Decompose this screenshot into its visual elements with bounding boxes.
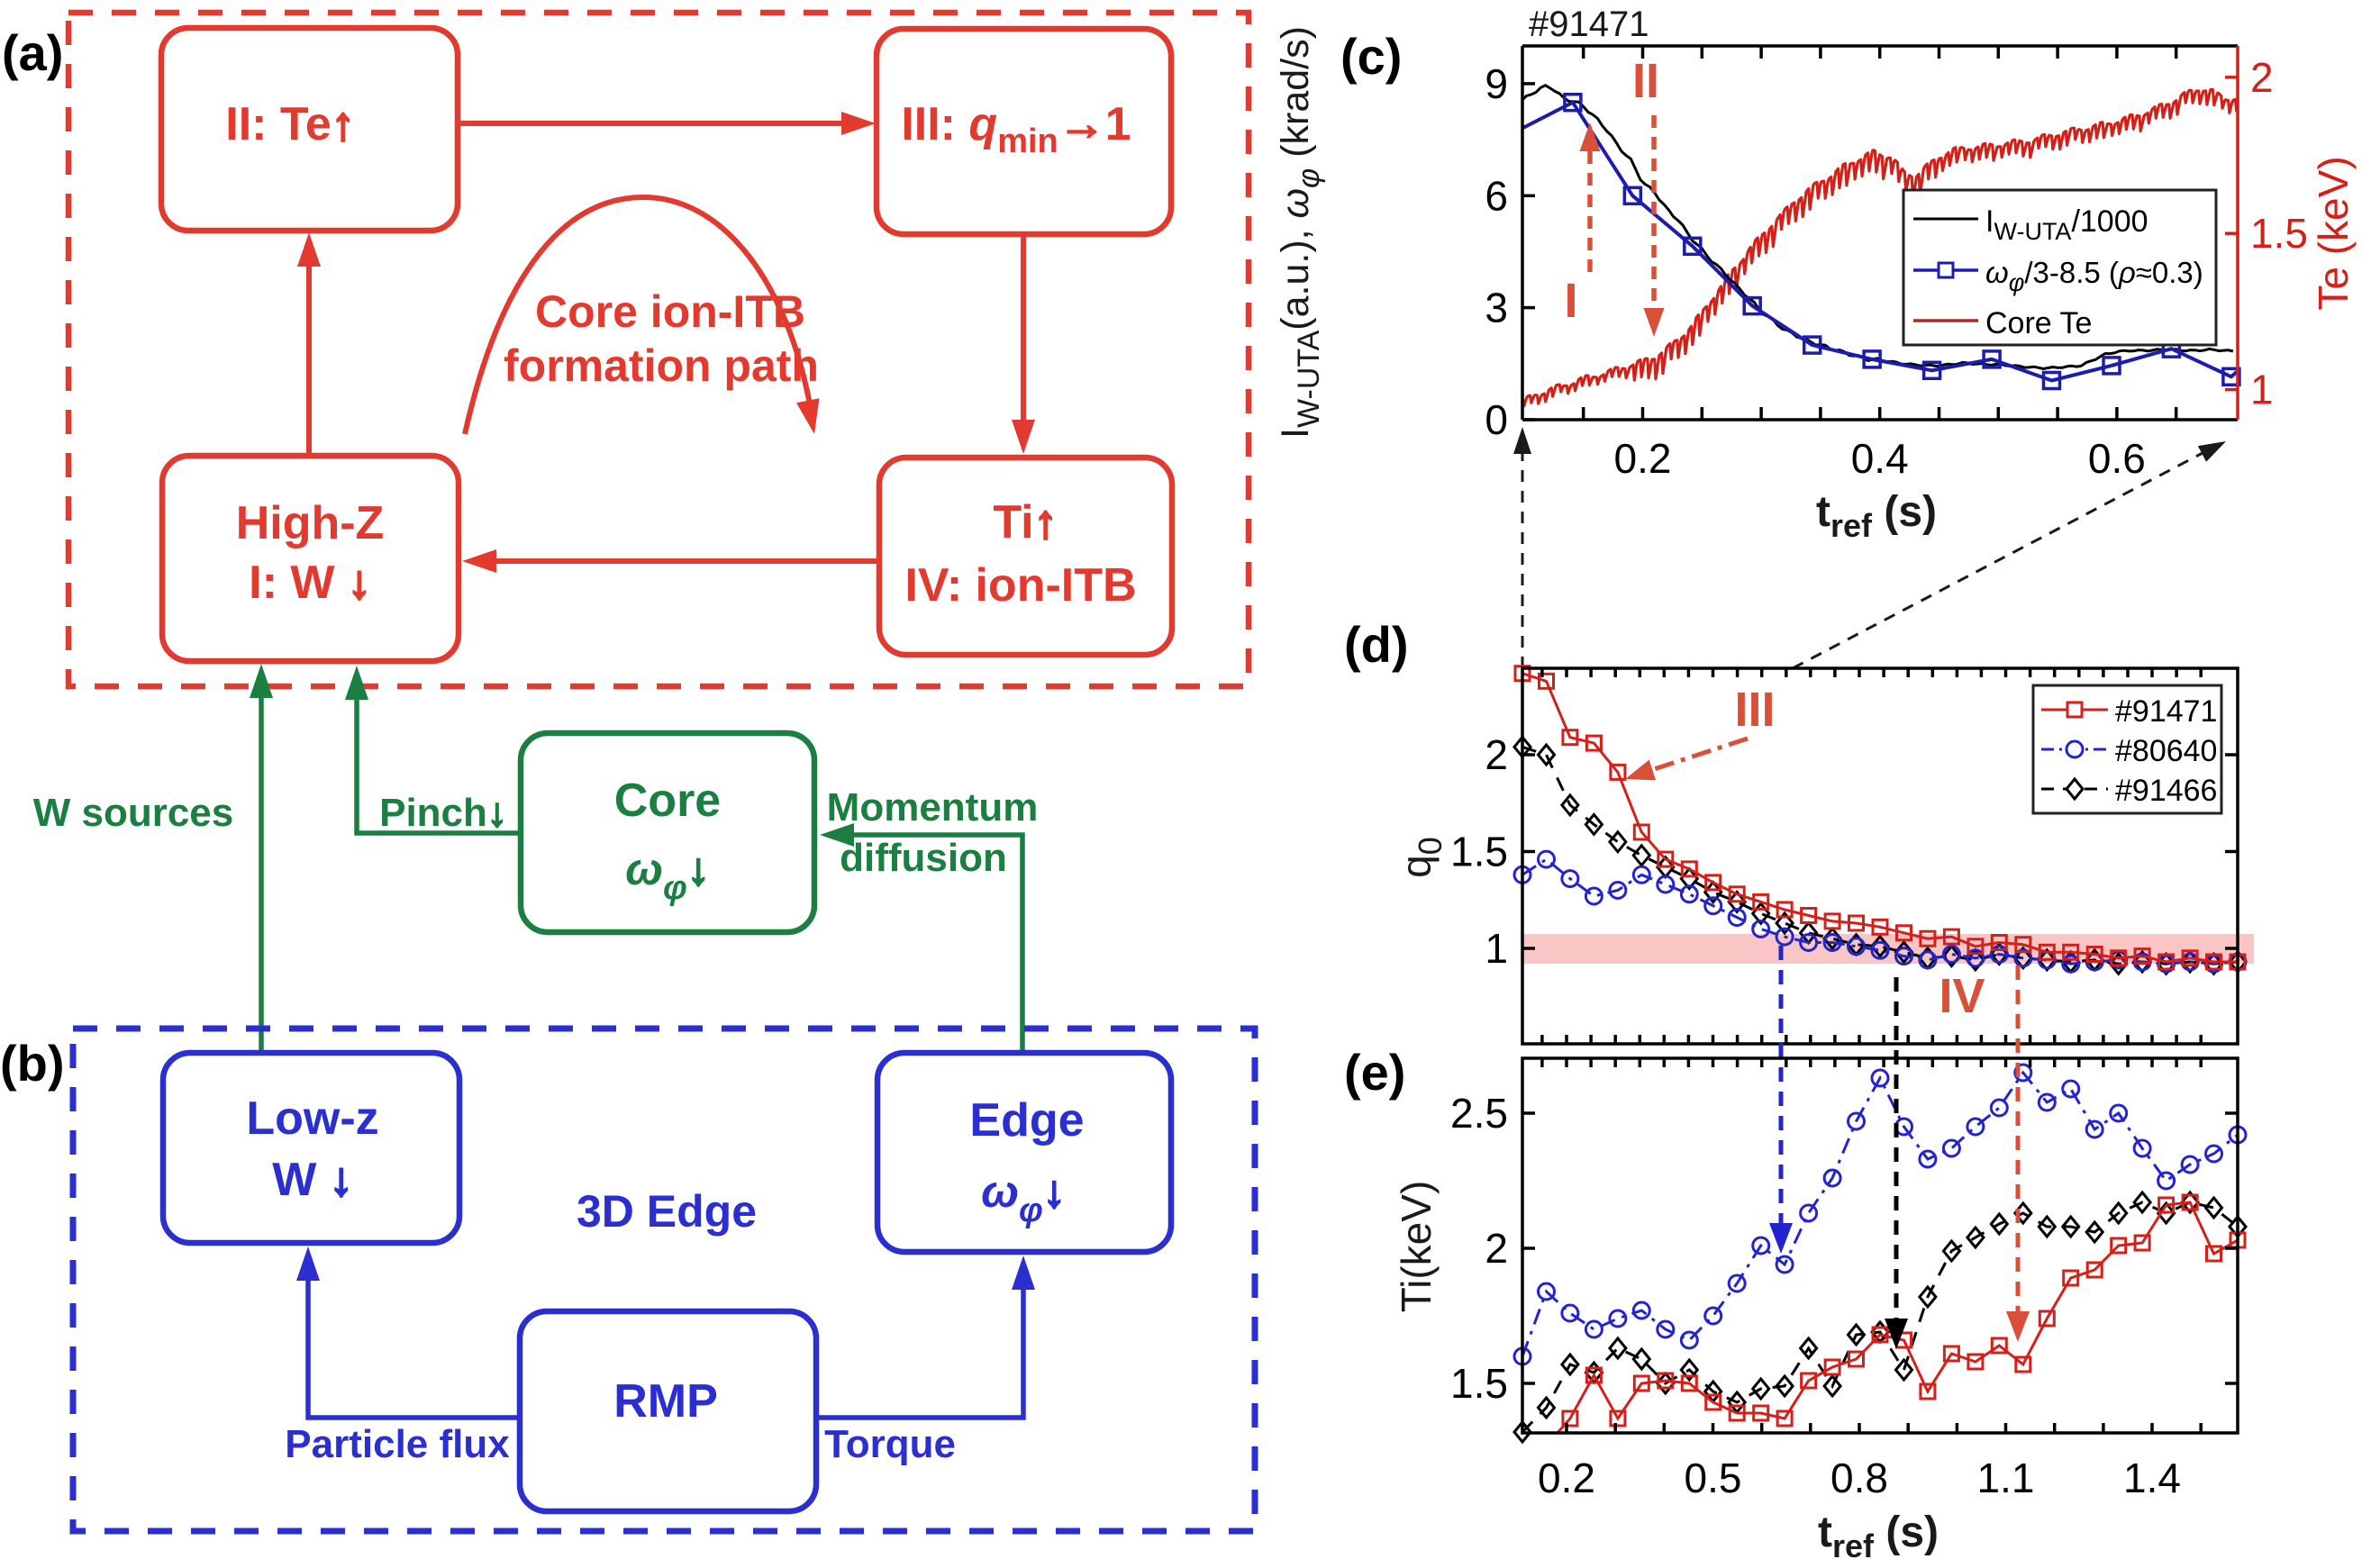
svg-text:2: 2 bbox=[1485, 731, 1508, 778]
svg-text:Te (keV): Te (keV) bbox=[2310, 156, 2357, 310]
svg-text:0.5: 0.5 bbox=[1685, 1455, 1742, 1501]
svg-text:Core: Core bbox=[614, 775, 721, 827]
svg-text:0: 0 bbox=[1485, 396, 1508, 443]
svg-text:Particle flux: Particle flux bbox=[285, 1422, 510, 1466]
svg-text:(b): (b) bbox=[0, 1035, 65, 1092]
svg-text:(d): (d) bbox=[1344, 616, 1409, 673]
svg-text:Core Te: Core Te bbox=[1985, 306, 2092, 340]
svg-text:II: Te↑: II: Te↑ bbox=[225, 98, 354, 150]
svg-text:0.8: 0.8 bbox=[1830, 1455, 1888, 1501]
svg-text:Torque: Torque bbox=[824, 1422, 956, 1466]
svg-text:1: 1 bbox=[2250, 367, 2274, 413]
svg-text:6: 6 bbox=[1485, 172, 1508, 219]
svg-text:2: 2 bbox=[2250, 54, 2274, 101]
svg-text:0.2: 0.2 bbox=[1614, 435, 1672, 482]
svg-text:(e): (e) bbox=[1344, 1044, 1405, 1101]
svg-text:ωφ↓: ωφ↓ bbox=[981, 1166, 1065, 1229]
svg-text:formation path: formation path bbox=[504, 340, 819, 391]
svg-text:1.4: 1.4 bbox=[2123, 1455, 2181, 1501]
svg-text:ωφ↓: ωφ↓ bbox=[625, 844, 709, 907]
svg-text:#91471: #91471 bbox=[1529, 5, 1649, 44]
svg-text:diffusion: diffusion bbox=[840, 836, 1007, 880]
svg-text:0.4: 0.4 bbox=[1851, 435, 1909, 482]
svg-text:1.5: 1.5 bbox=[1450, 1360, 1508, 1407]
svg-text:#91466: #91466 bbox=[2115, 774, 2217, 808]
svg-text:Momentum: Momentum bbox=[827, 785, 1039, 829]
svg-text:RMP: RMP bbox=[613, 1375, 718, 1428]
svg-text:tref (s): tref (s) bbox=[1818, 1509, 1939, 1559]
svg-text:1.1: 1.1 bbox=[1977, 1455, 2035, 1501]
svg-text:I: W ↓: I: W ↓ bbox=[249, 557, 371, 609]
svg-text:3: 3 bbox=[1485, 285, 1508, 331]
svg-text:1: 1 bbox=[1485, 925, 1508, 972]
svg-text:W ↓: W ↓ bbox=[272, 1154, 353, 1206]
svg-text:II: II bbox=[1632, 54, 1659, 108]
svg-text:III: III bbox=[1734, 683, 1775, 737]
svg-text:ωφ/3-8.5 (ρ≈0.3): ωφ/3-8.5 (ρ≈0.3) bbox=[1985, 256, 2203, 296]
svg-text:1.5: 1.5 bbox=[2250, 210, 2308, 257]
svg-text:(c): (c) bbox=[1340, 28, 1402, 85]
svg-text:Edge: Edge bbox=[969, 1094, 1084, 1147]
svg-text:Core ion-ITB: Core ion-ITB bbox=[535, 286, 805, 337]
svg-text:Pinch↓: Pinch↓ bbox=[379, 791, 507, 835]
svg-text:2: 2 bbox=[1485, 1225, 1508, 1272]
svg-text:0.6: 0.6 bbox=[2088, 435, 2146, 482]
svg-text:(a): (a) bbox=[2, 24, 63, 81]
svg-text:tref (s): tref (s) bbox=[1816, 488, 1937, 544]
svg-text:Ti↑: Ti↑ bbox=[993, 496, 1057, 548]
svg-text:#80640: #80640 bbox=[2115, 734, 2217, 768]
svg-text:I: I bbox=[1564, 274, 1577, 328]
svg-text:0.2: 0.2 bbox=[1538, 1455, 1595, 1501]
svg-text:2.5: 2.5 bbox=[1450, 1090, 1508, 1137]
svg-text:#91471: #91471 bbox=[2115, 694, 2217, 729]
svg-text:IV: ion-ITB: IV: ion-ITB bbox=[904, 559, 1136, 612]
svg-text:1.5: 1.5 bbox=[1450, 829, 1508, 875]
svg-text:High-Z: High-Z bbox=[236, 497, 385, 549]
svg-text:Ti(keV): Ti(keV) bbox=[1393, 1181, 1440, 1313]
svg-text:Low-z: Low-z bbox=[246, 1092, 378, 1145]
svg-text:9: 9 bbox=[1485, 60, 1508, 107]
svg-text:3D Edge: 3D Edge bbox=[577, 1186, 757, 1237]
svg-text:IV: IV bbox=[1939, 969, 1985, 1023]
svg-text:W sources: W sources bbox=[33, 791, 234, 835]
